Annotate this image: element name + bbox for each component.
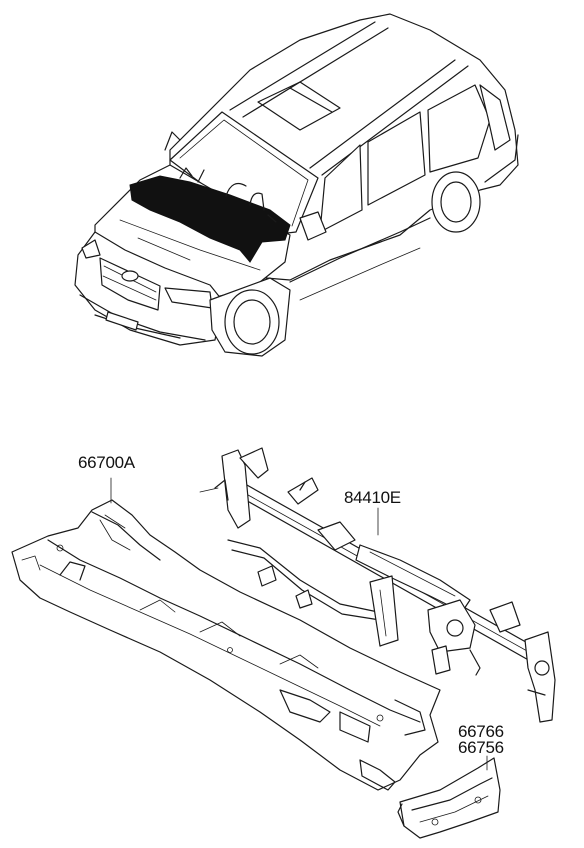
suv-vehicle-illustration [74,13,519,357]
cowl-panel-illustration [11,499,441,791]
crash-pad-mounting-bar-illustration [199,447,556,723]
callout-66766: 66766 [458,722,504,741]
callout-84410E: 84410E [344,488,401,507]
callout-66700A: 66700A [78,453,135,472]
callout-66756: 66756 [458,738,504,757]
bracket-illustration [397,757,501,839]
